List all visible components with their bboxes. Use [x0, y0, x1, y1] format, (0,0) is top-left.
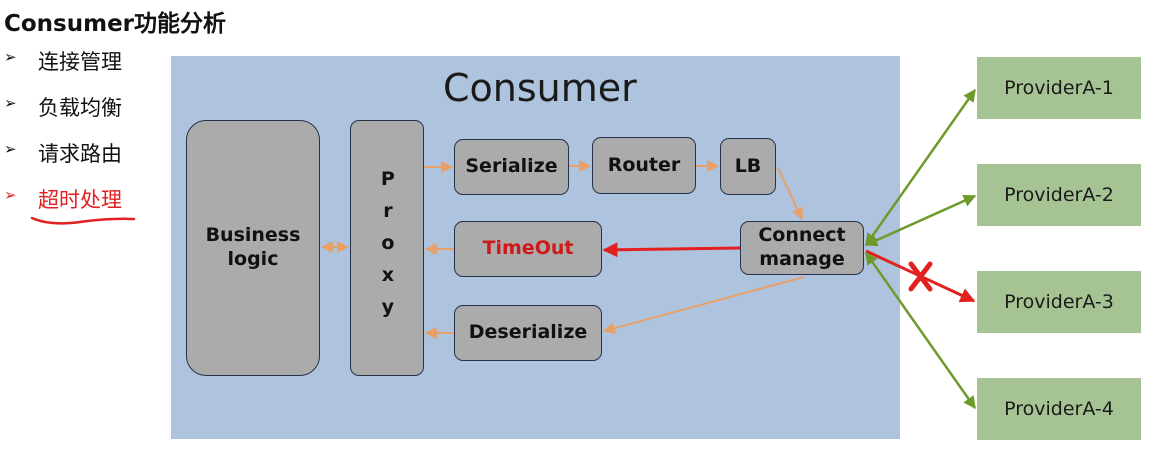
- deserialize-box: Deserialize: [454, 305, 602, 361]
- business-logic-box: Business logic: [186, 120, 320, 376]
- lb-box: LB: [720, 138, 776, 195]
- router-box: Router: [592, 137, 696, 194]
- serialize-box: Serialize: [454, 139, 569, 195]
- proxy-label: Proxy: [376, 168, 399, 328]
- provider-a2-box: ProviderA-2: [977, 164, 1141, 226]
- provider-a1-box: ProviderA-1: [977, 57, 1141, 119]
- connect-manage-box: Connect manage: [740, 221, 864, 275]
- arrow-bullet-icon: ➢: [4, 94, 17, 112]
- timeout-label: TimeOut: [482, 237, 574, 260]
- provider-a1-label: ProviderA-1: [1004, 77, 1114, 99]
- serialize-label: Serialize: [465, 155, 558, 178]
- arrow-connect-deserialize: [602, 276, 805, 334]
- deserialize-label: Deserialize: [468, 321, 588, 344]
- link-provider-a4: [864, 251, 977, 410]
- handwritten-underline: [30, 216, 136, 225]
- router-label: Router: [607, 153, 681, 176]
- consumer-title: Consumer: [443, 66, 637, 110]
- bullet-label: 负载均衡: [38, 96, 122, 120]
- bullet-label: 连接管理: [38, 50, 122, 74]
- bullet-label: 请求路由: [38, 142, 122, 166]
- provider-a2-label: ProviderA-2: [1004, 184, 1114, 206]
- failure-x-icon: [908, 261, 933, 292]
- timeout-red-arrow: [602, 242, 741, 258]
- arrow-bullet-icon: ➢: [4, 48, 17, 66]
- arrow-bullet-icon: ➢: [4, 140, 17, 158]
- bullet-label: 超时处理: [38, 188, 122, 212]
- lb-label: LB: [734, 154, 762, 177]
- page-title: Consumer功能分析: [4, 11, 227, 37]
- provider-a3-label: ProviderA-3: [1004, 291, 1114, 313]
- business-logic-label: Business logic: [205, 224, 301, 270]
- provider-a3-box: ProviderA-3: [977, 271, 1141, 333]
- proxy-box: Proxy: [350, 120, 424, 376]
- link-provider-a2: [864, 194, 977, 247]
- timeout-box: TimeOut: [454, 221, 602, 277]
- provider-a4-label: ProviderA-4: [1004, 398, 1114, 420]
- connect-manage-label: Connect manage: [758, 224, 846, 270]
- provider-a4-box: ProviderA-4: [977, 378, 1141, 440]
- arrow-bullet-icon: ➢: [4, 186, 17, 204]
- arrow-lb-connect: [777, 167, 803, 221]
